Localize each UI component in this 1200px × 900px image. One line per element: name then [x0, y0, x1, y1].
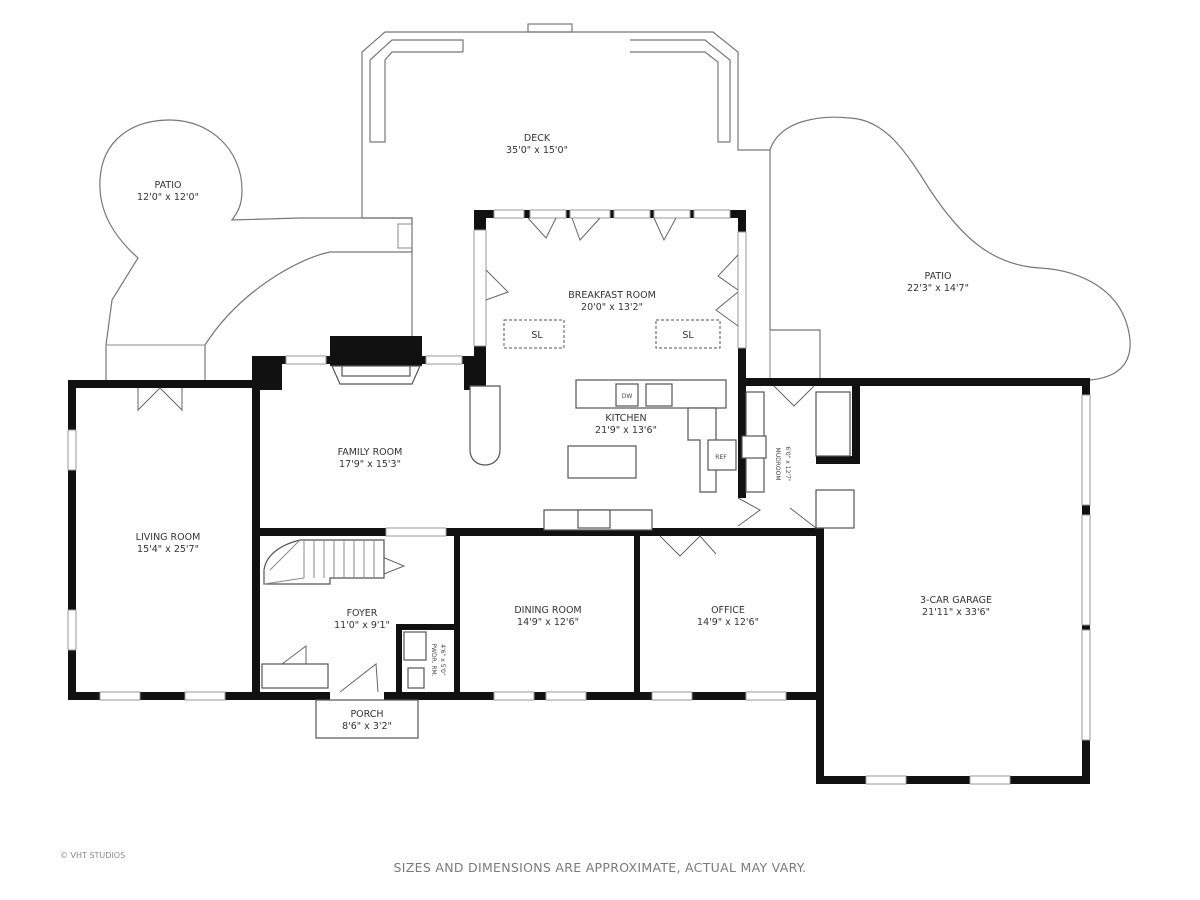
patio-right-label: PATIO — [925, 271, 952, 282]
kitchen-fixtures — [469, 379, 737, 531]
dining-label: DINING ROOM — [514, 605, 581, 616]
patio-right-outline — [769, 116, 1131, 382]
patio-left-dims: 12'0" x 12'0" — [137, 192, 199, 203]
mudroom-label: MUDROOM — [774, 448, 781, 481]
office-label: OFFICE — [711, 605, 745, 616]
dishwasher-label: DW — [622, 393, 633, 400]
credit-text: © VHT STUDIOS — [60, 851, 125, 860]
office-dims: 14'9" x 12'6" — [697, 617, 759, 628]
garage-dims: 21'11" x 33'6" — [922, 607, 990, 618]
windows — [67, 209, 1091, 785]
powder-label: PWDR. RM. — [430, 643, 437, 676]
living-label: LIVING ROOM — [136, 532, 201, 543]
powder-fixtures — [403, 631, 427, 689]
disclaimer-text: SIZES AND DIMENSIONS ARE APPROXIMATE, AC… — [394, 860, 807, 875]
dining-dims: 14'9" x 12'6" — [517, 617, 579, 628]
foyer-label: FOYER — [347, 608, 378, 619]
sl-right: SL — [682, 330, 694, 341]
patio-right-dims: 22'3" x 14'7" — [907, 283, 969, 294]
foyer-dims: 11'0" x 9'1" — [334, 620, 390, 631]
kitchen-label: KITCHEN — [605, 413, 646, 424]
deck-dims: 35'0" x 15'0" — [506, 145, 568, 156]
deck-outline — [361, 23, 771, 360]
porch-dims: 8'6" x 3'2" — [342, 721, 392, 732]
deck-label: DECK — [524, 133, 551, 144]
fireplace — [331, 365, 421, 385]
living-dims: 15'4" x 25'7" — [137, 544, 199, 555]
patio-left-outline — [99, 119, 413, 380]
breakfast-label: BREAKFAST ROOM — [568, 290, 656, 301]
sliding-doors-markers — [503, 319, 721, 349]
sl-left: SL — [531, 330, 543, 341]
family-label: FAMILY ROOM — [338, 447, 403, 458]
porch-label: PORCH — [350, 709, 383, 720]
mudroom-fixtures — [741, 391, 855, 529]
mudroom-dims: 6'0" x 12'7" — [784, 446, 791, 482]
porch — [261, 663, 419, 739]
garage-label: 3-CAR GARAGE — [920, 595, 992, 606]
fridge-label: REF — [715, 454, 727, 461]
powder-dims: 4'6" x 5'0" — [439, 644, 446, 676]
breakfast-dims: 20'0" x 13'2" — [581, 302, 643, 313]
stairs — [263, 539, 385, 585]
patio-left-label: PATIO — [155, 180, 182, 191]
kitchen-dims: 21'9" x 13'6" — [595, 425, 657, 436]
family-dims: 17'9" x 15'3" — [339, 459, 401, 470]
doors — [137, 217, 833, 693]
room-labels: DECK 35'0" x 15'0" PATIO 12'0" x 12'0" P… — [136, 133, 992, 732]
